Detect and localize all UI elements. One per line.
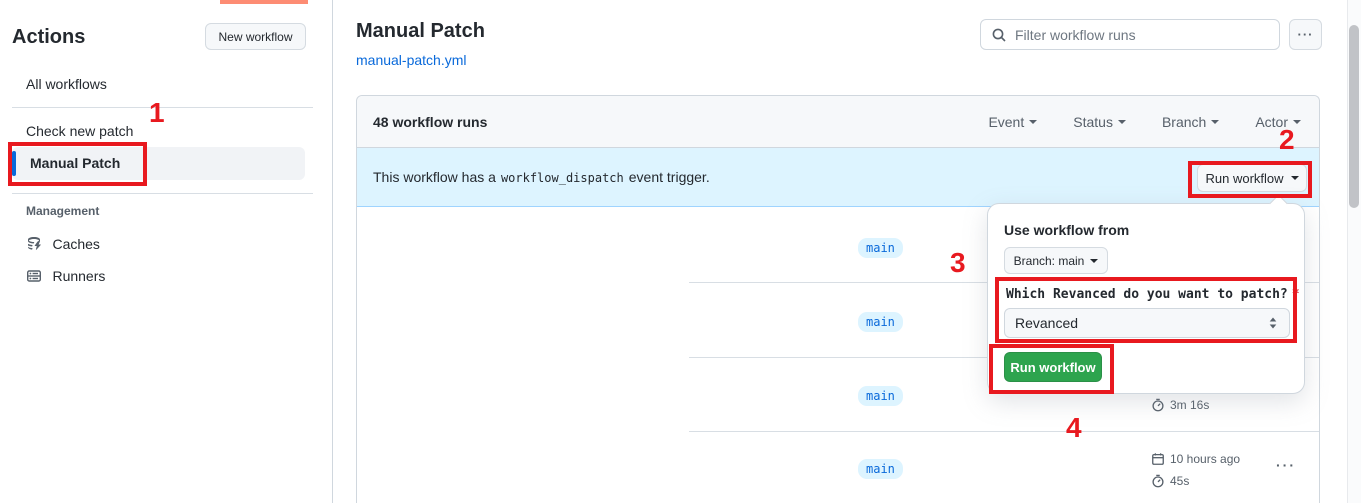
runs-table-header: 48 workflow runs Event Status Branch Act… [357, 96, 1319, 148]
workflow-run-row[interactable]: main 10 hours ago 45s ··· [357, 431, 1319, 503]
management-section-label: Management [26, 204, 100, 218]
runs-count: 48 workflow runs [373, 113, 488, 130]
workflow-input-label: Which Revanced do you want to patch?* [1006, 287, 1300, 302]
filter-actor-dropdown[interactable]: Actor [1255, 114, 1301, 130]
branch-selector-button[interactable]: Branch: main [1004, 247, 1108, 274]
cache-icon [26, 237, 46, 256]
sidebar-item-check-new-patch[interactable]: Check new patch [26, 123, 134, 139]
stopwatch-icon [1151, 398, 1165, 412]
chevron-down-icon [1290, 176, 1299, 184]
sidebar-divider [12, 107, 313, 108]
sidebar-item-manual-patch[interactable] [12, 147, 305, 180]
sidebar-item-caches-label: Caches [52, 236, 100, 252]
runs-filters: Event Status Branch Actor [988, 114, 1303, 130]
chevron-down-icon [1090, 258, 1099, 267]
sidebar-title: Actions [12, 26, 86, 48]
selected-indicator-bar [12, 151, 16, 176]
calendar-icon [1151, 452, 1165, 466]
run-workflow-dropdown-button[interactable]: Run workflow [1197, 164, 1307, 192]
filter-branch-dropdown[interactable]: Branch [1162, 114, 1220, 130]
workflow-options-kebab-button[interactable]: ··· [1289, 19, 1322, 50]
actions-tab-underline [220, 0, 308, 4]
filter-workflow-runs-input[interactable]: Filter workflow runs [980, 19, 1280, 50]
workflow-run-row[interactable]: main [357, 207, 1319, 282]
run-workflow-submit-button[interactable]: Run workflow [1004, 352, 1102, 382]
search-placeholder: Filter workflow runs [1015, 26, 1136, 43]
chevron-down-icon [1211, 119, 1220, 128]
annotation-number-3: 3 [950, 247, 966, 278]
annotation-number-2: 2 [1279, 124, 1295, 155]
revanced-select[interactable]: Revanced [1004, 308, 1290, 338]
stopwatch-icon [1151, 474, 1165, 488]
run-duration: 45s [1151, 474, 1189, 488]
sidebar-item-all-workflows[interactable]: All workflows [26, 76, 107, 92]
workflow-file-link[interactable]: manual-patch.yml [356, 52, 467, 68]
sidebar-item-runners-label: Runners [52, 268, 106, 284]
branch-badge[interactable]: main [858, 459, 903, 479]
page-title: Manual Patch [356, 20, 485, 42]
branch-badge[interactable]: main [858, 238, 903, 258]
dialog-heading: Use workflow from [1004, 222, 1130, 238]
runners-icon [26, 270, 46, 288]
required-asterisk: * [1291, 287, 1300, 302]
run-workflow-dialog: Use workflow from Branch: main Which Rev… [987, 203, 1305, 394]
chevron-down-icon [1117, 119, 1126, 128]
chevron-down-icon [1293, 119, 1301, 128]
run-options-kebab-button[interactable]: ··· [1276, 457, 1296, 473]
annotation-number-1: 1 [149, 97, 165, 128]
annotation-number-4: 4 [1066, 412, 1082, 443]
sidebar-divider [12, 193, 313, 194]
chevron-down-icon [1029, 119, 1038, 128]
filter-status-dropdown[interactable]: Status [1073, 114, 1126, 130]
workflow-dispatch-code: workflow_dispatch [500, 171, 624, 185]
run-duration: 3m 16s [1151, 398, 1209, 412]
branch-badge[interactable]: main [858, 312, 903, 332]
new-workflow-button[interactable]: New workflow [205, 23, 306, 50]
filter-event-dropdown[interactable]: Event [988, 114, 1038, 130]
sidebar-item-caches[interactable]: Caches [26, 236, 100, 257]
sidebar-item-manual-patch-label: Manual Patch [30, 155, 121, 171]
sidebar-right-border [332, 0, 333, 503]
vertical-scrollbar-thumb[interactable] [1349, 25, 1359, 208]
sidebar-item-runners[interactable]: Runners [26, 268, 105, 289]
branch-badge[interactable]: main [858, 386, 903, 406]
select-sort-arrows-icon [1267, 316, 1279, 330]
search-icon [991, 27, 1007, 43]
run-time: 10 hours ago [1151, 452, 1240, 466]
